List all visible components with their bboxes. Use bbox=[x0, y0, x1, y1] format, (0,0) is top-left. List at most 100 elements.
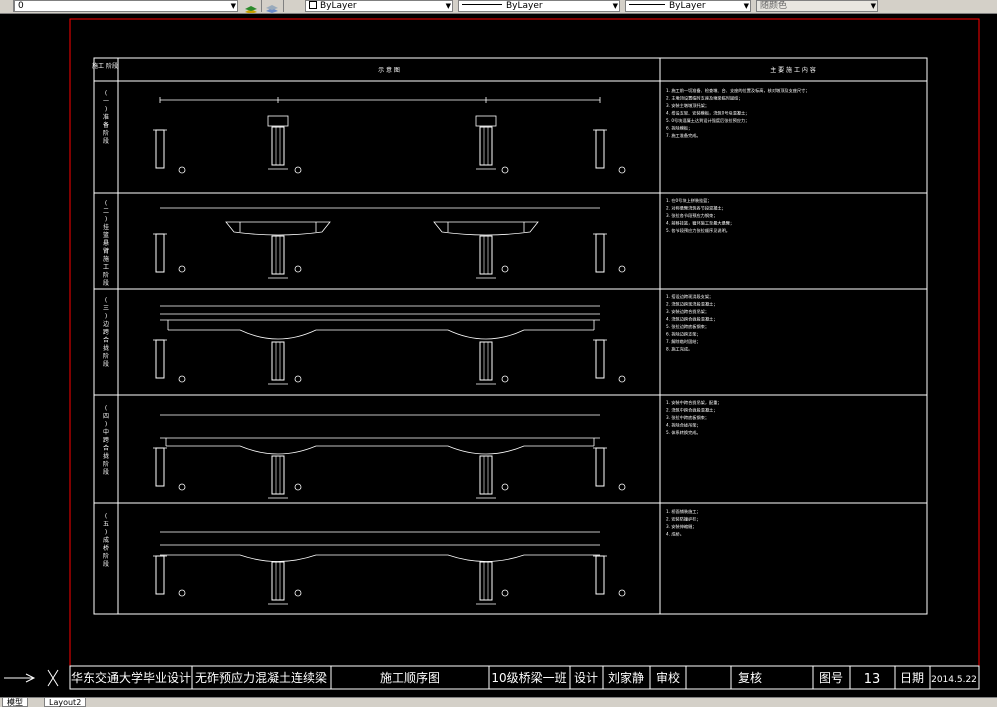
drawing-no-label: 图号 bbox=[819, 671, 843, 685]
stage-label-char: 备 bbox=[103, 121, 109, 129]
stage-label: (二)挂篮悬臂施工阶段 bbox=[103, 200, 109, 287]
stage-label-char: 跨 bbox=[103, 328, 109, 336]
stage-label-char: 跨 bbox=[103, 436, 109, 444]
stage-label-char: 合 bbox=[103, 336, 109, 344]
stage-notes-text: 1. 施工前一切准备、检查墩、台、支座的位置及标高，核对墩顶及支座尺寸；2. 主… bbox=[666, 87, 810, 139]
layer-dropdown[interactable]: 0 ▼ bbox=[14, 0, 238, 12]
stage-label-char: 二 bbox=[103, 208, 109, 215]
drawing-name: 施工顺序图 bbox=[380, 670, 440, 685]
date-label: 日期 bbox=[900, 671, 924, 685]
stage-note-line: 7. 施工准备完成。 bbox=[666, 132, 701, 139]
stage-note-line: 4. 成桥。 bbox=[666, 531, 684, 538]
stage-label-char: ) bbox=[105, 313, 107, 320]
stage-note-line: 6. 拆除边跨支架； bbox=[666, 331, 701, 338]
drawing-canvas[interactable]: 施工 阶段 示 意 图 主 要 施 工 内 容 (一)准备阶段 (二)挂篮悬臂施… bbox=[0, 14, 997, 697]
stage-note-line: 5. 0号块混凝土达到设计强度后张拉预应力； bbox=[666, 117, 749, 124]
plotstyle-value: 随颜色 bbox=[760, 1, 788, 11]
stage-label-char: 阶 bbox=[103, 271, 109, 279]
stage-label-char: ) bbox=[105, 216, 107, 223]
stage-note-line: 8. 施工完成。 bbox=[666, 346, 692, 353]
stage-note-line: 1. 安装中跨合拢吊架，配重； bbox=[666, 399, 722, 406]
layer-value: 0 bbox=[18, 1, 24, 11]
diagram-stage-1 bbox=[152, 97, 626, 174]
stage-label-char: 挂 bbox=[103, 223, 109, 231]
make-layer-current-icon[interactable] bbox=[242, 0, 262, 13]
stage-label-char: 中 bbox=[103, 428, 109, 436]
stage-label: (五)成桥阶段 bbox=[103, 513, 109, 568]
lineweight-sample-icon bbox=[629, 4, 665, 5]
stage-label-char: ( bbox=[105, 513, 107, 520]
stage-label-char: ) bbox=[105, 529, 107, 536]
stage-label-char: 阶 bbox=[103, 352, 109, 360]
stage-label-char: 拢 bbox=[103, 344, 109, 352]
chevron-down-icon: ▼ bbox=[743, 2, 749, 10]
construction-table bbox=[93, 57, 928, 615]
stage-label-char: 拢 bbox=[103, 452, 109, 460]
stage-note-line: 3. 张拉中跨底板钢束； bbox=[666, 414, 709, 421]
stage-note-line: 1. 施工前一切准备、检查墩、台、支座的位置及标高，核对墩顶及支座尺寸； bbox=[666, 87, 810, 94]
title-block bbox=[69, 665, 980, 690]
designer-name: 刘家静 bbox=[608, 670, 644, 685]
chevron-down-icon: ▼ bbox=[612, 2, 618, 10]
layer-previous-icon[interactable] bbox=[262, 0, 284, 13]
stage-label-char: ( bbox=[105, 200, 107, 207]
stage-label-char: 三 bbox=[103, 305, 109, 312]
stage-label-char: ( bbox=[105, 405, 107, 412]
stage-note-line: 5. 体系转换完成。 bbox=[666, 429, 701, 436]
diagram-stage-3 bbox=[152, 305, 626, 385]
stage-label-char: ( bbox=[105, 90, 107, 97]
ucs-icon bbox=[4, 669, 59, 687]
stage-label-char: 段 bbox=[103, 279, 109, 287]
color-value: ByLayer bbox=[320, 1, 357, 11]
linetype-dropdown[interactable]: ByLayer ▼ bbox=[458, 0, 620, 12]
stage-notes-text: 1. 桥面铺装施工；2. 安装防撞护栏；3. 安装伸缩缝；4. 成桥。 bbox=[666, 508, 701, 538]
stage-note-line: 4. 浇筑边跨合拢段混凝土； bbox=[666, 316, 717, 323]
stage-note-line: 7. 解除临时固结； bbox=[666, 338, 701, 345]
stage-label-char: ( bbox=[105, 297, 107, 304]
date-value: 2014.5.22 bbox=[931, 675, 977, 685]
diagram-stage-5 bbox=[152, 531, 626, 605]
stage-note-line: 3. 安装伸缩缝； bbox=[666, 523, 696, 530]
lineweight-value: ByLayer bbox=[669, 1, 706, 11]
layer-state-icon[interactable] bbox=[0, 0, 14, 12]
stage-label-char: 篮 bbox=[103, 231, 109, 239]
stage-note-line: 2. 浇筑边跨现浇段混凝土； bbox=[666, 301, 717, 308]
stage-label-char: 一 bbox=[103, 98, 109, 105]
col-diagram-header: 示 意 图 bbox=[378, 66, 400, 74]
stage-label-char: 成 bbox=[103, 536, 109, 544]
properties-toolbar: 0 ▼ ByLayer ▼ ByLayer ▼ ByLayer ▼ 随颜色 ▼ bbox=[0, 0, 997, 14]
stage-note-line: 1. 搭设边跨现浇段支架； bbox=[666, 293, 713, 300]
color-dropdown[interactable]: ByLayer ▼ bbox=[305, 0, 453, 12]
lineweight-dropdown[interactable]: ByLayer ▼ bbox=[625, 0, 751, 12]
stage-note-line: 3. 张拉各节段预应力钢束； bbox=[666, 212, 717, 219]
drawing-no: 13 bbox=[864, 672, 881, 687]
stage-label-char: 桥 bbox=[103, 544, 109, 552]
project-name: 无砟预应力混凝土连续梁 bbox=[195, 670, 327, 685]
col-stage-header: 施工 阶段 bbox=[92, 62, 118, 70]
stage-label-char: 合 bbox=[103, 444, 109, 452]
review-label: 审校 bbox=[656, 670, 680, 685]
chevron-down-icon: ▼ bbox=[445, 2, 451, 10]
stage-note-line: 4. 前移挂篮，循环施工至最大悬臂； bbox=[666, 220, 734, 227]
check-label: 复核 bbox=[738, 671, 762, 685]
school-name: 华东交通大学毕业设计 bbox=[71, 670, 191, 685]
stage-label-char: ) bbox=[105, 106, 107, 113]
stage-notes-text: 1. 搭设边跨现浇段支架；2. 浇筑边跨现浇段混凝土；3. 安装边跨合拢吊架；4… bbox=[666, 293, 717, 353]
stage-note-line: 2. 安装防撞护栏； bbox=[666, 516, 701, 523]
design-label: 设计 bbox=[574, 671, 598, 685]
stage-label-char: 阶 bbox=[103, 460, 109, 468]
stage-note-line: 5. 各节段预应力张拉顺序见说明。 bbox=[666, 227, 730, 234]
stage-label-char: 五 bbox=[103, 521, 109, 528]
stage-label-char: ) bbox=[105, 421, 107, 428]
stage-note-line: 5. 张拉边跨底板钢束； bbox=[666, 323, 709, 330]
stage-note-line: 2. 对称悬臂浇筑各节段混凝土； bbox=[666, 205, 726, 212]
stage-label-char: 段 bbox=[103, 137, 109, 145]
plotstyle-dropdown[interactable]: 随颜色 ▼ bbox=[756, 0, 878, 12]
stage-note-line: 3. 安装边跨合拢吊架； bbox=[666, 308, 709, 315]
stage-label-char: 阶 bbox=[103, 129, 109, 137]
sheet-border bbox=[69, 18, 980, 690]
stage-label-char: 段 bbox=[103, 468, 109, 476]
col-notes-header: 主 要 施 工 内 容 bbox=[770, 66, 816, 74]
chevron-down-icon: ▼ bbox=[870, 2, 876, 10]
stage-label-char: 边 bbox=[103, 320, 109, 328]
